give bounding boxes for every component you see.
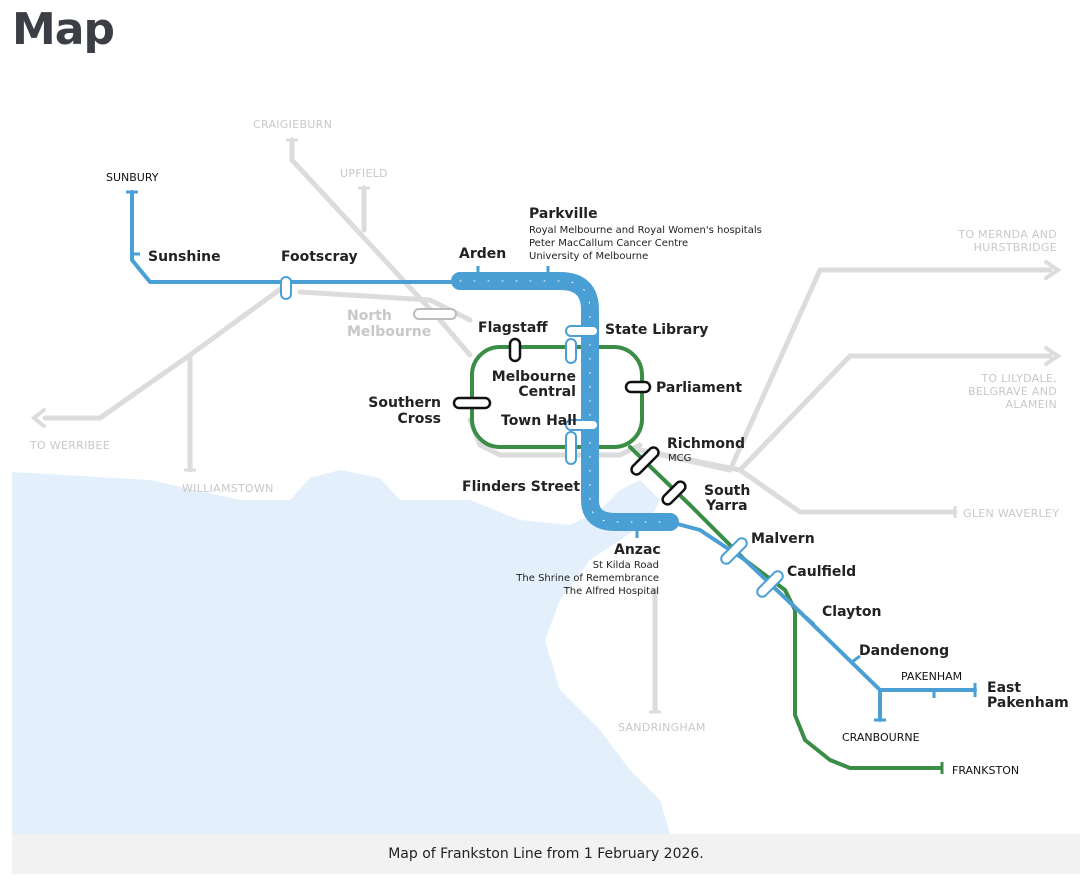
- other-lines: [42, 137, 1053, 713]
- melbourne-central-marker: [565, 338, 577, 364]
- parkville-sub-1: Royal Melbourne and Royal Women's hospit…: [529, 225, 762, 236]
- terminal-labels: SUNBURY PAKENHAM CRANBOURNE FRANKSTON: [106, 171, 1019, 777]
- east-pakenham-label-1: East: [987, 680, 1021, 696]
- mernda-label-1: TO MERNDA AND: [957, 228, 1057, 241]
- footscray-marker: [280, 276, 292, 300]
- flagstaff-marker: [508, 337, 522, 363]
- flagstaff-label: Flagstaff: [478, 320, 548, 336]
- north-melbourne-label-1: North: [347, 308, 392, 324]
- melbourne-central-label-1: Melbourne: [492, 369, 576, 385]
- southern-cross-label-2: Cross: [398, 411, 441, 427]
- parkville-sub-2: Peter MacCallum Cancer Centre: [529, 238, 688, 249]
- page-title: Map: [12, 4, 115, 55]
- caulfield-label: Caulfield: [787, 564, 856, 580]
- craigieburn-label: CRAIGIEBURN: [253, 118, 332, 131]
- arden-label: Arden: [459, 246, 506, 262]
- lilydale-label-3: ALAMEIN: [1006, 398, 1057, 411]
- frankston-label: FRANKSTON: [952, 764, 1019, 777]
- north-melbourne-label-2: Melbourne: [347, 324, 431, 340]
- state-library-label: State Library: [605, 322, 708, 338]
- state-library-marker: [565, 325, 599, 337]
- anzac-sub-3: The Alfred Hospital: [563, 586, 659, 597]
- malvern-marker: [720, 537, 748, 565]
- north-melbourne-marker: [413, 308, 457, 320]
- arrow-heads: [30, 260, 1062, 428]
- caulfield-marker: [756, 570, 784, 598]
- parkville-sub-3: University of Melbourne: [529, 251, 648, 262]
- east-pakenham-label-2: Pakenham: [987, 695, 1069, 711]
- parliament-marker: [624, 380, 652, 394]
- sunbury-label: SUNBURY: [106, 171, 159, 184]
- glen-waverley-label: GLEN WAVERLEY: [963, 507, 1059, 520]
- town-hall-label: Town Hall: [501, 413, 577, 429]
- parkville-label: Parkville: [529, 206, 598, 222]
- richmond-marker: [630, 446, 660, 476]
- mernda-label-2: HURSTBRIDGE: [974, 241, 1057, 254]
- footscray-label: Footscray: [281, 249, 358, 265]
- south-yarra-label-2: Yarra: [705, 498, 748, 514]
- caption-bar: Map of Frankston Line from 1 February 20…: [12, 834, 1080, 874]
- anzac-label: Anzac: [614, 542, 661, 558]
- upfield-label: UPFIELD: [340, 167, 388, 180]
- station-labels: Sunshine Footscray Arden Parkville Royal…: [148, 206, 1069, 711]
- southern-cross-marker: [452, 396, 492, 410]
- anzac-sub-1: St Kilda Road: [593, 560, 659, 571]
- richmond-sub: MCG: [668, 453, 691, 464]
- water-area: [12, 470, 670, 834]
- dandenong-tick: [851, 654, 861, 664]
- sandringham-label: SANDRINGHAM: [618, 721, 706, 734]
- greyed-labels: CRAIGIEBURN UPFIELD TO MERNDA AND HURSTB…: [29, 118, 1059, 734]
- parliament-label: Parliament: [656, 380, 742, 396]
- malvern-label: Malvern: [751, 531, 815, 547]
- clayton-tick: [805, 615, 815, 626]
- williamstown-label: WILLIAMSTOWN: [182, 482, 274, 495]
- south-yarra-label-1: South: [704, 483, 750, 499]
- richmond-label: Richmond: [667, 436, 745, 452]
- station-markers: [126, 138, 977, 774]
- werribee-label: TO WERRIBEE: [29, 439, 110, 452]
- network-map: CRAIGIEBURN UPFIELD TO MERNDA AND HURSTB…: [12, 118, 1069, 834]
- map-caption: Map of Frankston Line from 1 February 20…: [388, 846, 704, 862]
- town-hall-marker: [565, 419, 599, 431]
- clayton-label: Clayton: [822, 604, 882, 620]
- sunshine-label: Sunshine: [148, 249, 221, 265]
- flinders-street-marker: [565, 431, 577, 465]
- south-yarra-marker: [661, 480, 687, 506]
- melbourne-central-label-2: Central: [518, 384, 576, 400]
- lilydale-label-2: BELGRAVE AND: [968, 385, 1057, 398]
- dandenong-label: Dandenong: [859, 643, 949, 659]
- anzac-sub-2: The Shrine of Remembrance: [515, 573, 659, 584]
- cranbourne-label: CRANBOURNE: [842, 731, 920, 744]
- flinders-street-label: Flinders Street: [462, 479, 580, 495]
- southern-cross-label-1: Southern: [368, 395, 441, 411]
- pakenham-label: PAKENHAM: [901, 670, 962, 683]
- lilydale-label-1: TO LILYDALE,: [980, 372, 1057, 385]
